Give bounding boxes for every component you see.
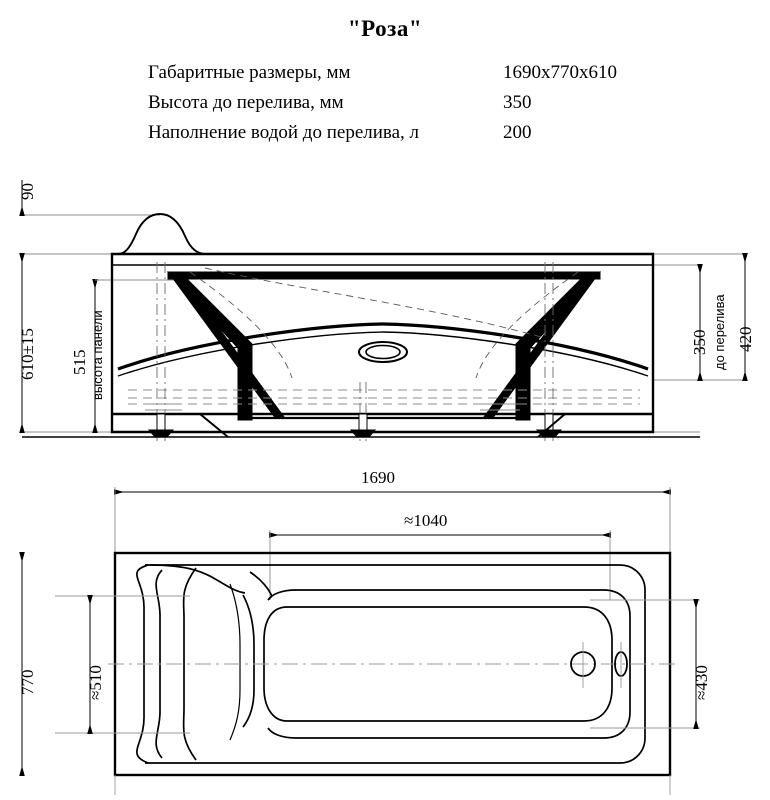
spec-row: Наполнение водой до перелива, л 200 (148, 122, 618, 152)
spec-row: Габаритные размеры, мм 1690x770x610 (148, 62, 618, 92)
dim-label-headrest-height: 90 (18, 183, 37, 200)
front-view-left-dimensions (19, 180, 185, 433)
rim-inner (249, 571, 631, 739)
basin-top-curve-inner (117, 331, 649, 377)
headrest-slope (242, 594, 255, 728)
top-view-left-dimensions (19, 552, 93, 776)
rim-left-edge (136, 564, 149, 764)
dim-label-overflow-note: до перелива (712, 294, 727, 370)
dim-label-inner-length: ≈1040 (404, 511, 448, 530)
left-apron-edge (166, 271, 253, 421)
overflow-hole (614, 642, 628, 688)
basin-top-curve (117, 322, 649, 371)
front-view-right-dimensions (697, 253, 748, 381)
dim-label-panel-height-note: высота панели (90, 310, 105, 400)
front-view-hidden-curves (189, 267, 579, 379)
top-view-reference-lines (55, 595, 700, 795)
spec-value: 200 (503, 122, 532, 143)
headrest-profile (117, 213, 240, 255)
leg-centre-lines (156, 262, 554, 442)
leg-bracket-detail (145, 403, 520, 411)
rim-outer (144, 564, 646, 764)
front-view-outline (110, 252, 655, 434)
specification-table: Габаритные размеры, мм 1690x770x610 Высо… (148, 62, 618, 152)
dim-label-overall-width: 770 (18, 669, 37, 696)
page-title: "Роза" (347, 16, 423, 41)
basin-bottom-outline (263, 606, 613, 722)
dim-label-inner-width: ≈510 (86, 665, 105, 700)
spec-value: 1690x770x610 (503, 62, 617, 83)
spec-label: Наполнение водой до перелива, л (148, 122, 420, 143)
rim-band (167, 271, 601, 280)
dim-label-overall-height: 610±15 (18, 328, 37, 380)
front-view-hidden-lines (128, 389, 640, 405)
dim-label-body-height: 420 (736, 326, 755, 353)
drain-symbol (358, 341, 408, 363)
spec-label: Высота до перелива, мм (148, 92, 344, 113)
dim-1690 (114, 487, 671, 553)
dim-label-overall-length: 1690 (361, 468, 395, 487)
left-apron-diagonal (167, 271, 286, 419)
spec-row: Высота до перелива, мм 350 (148, 92, 618, 122)
front-view (19, 180, 748, 442)
dim-label-overflow-height: 350 (690, 329, 709, 356)
right-apron-diagonal (482, 271, 601, 419)
dim-label-end-width: ≈430 (692, 665, 711, 700)
spec-value: 350 (503, 92, 532, 113)
spec-label: Габаритные размеры, мм (148, 62, 351, 83)
drain-hole (570, 642, 596, 688)
top-view (19, 487, 700, 795)
dim-label-panel-height: 515 (70, 349, 89, 376)
